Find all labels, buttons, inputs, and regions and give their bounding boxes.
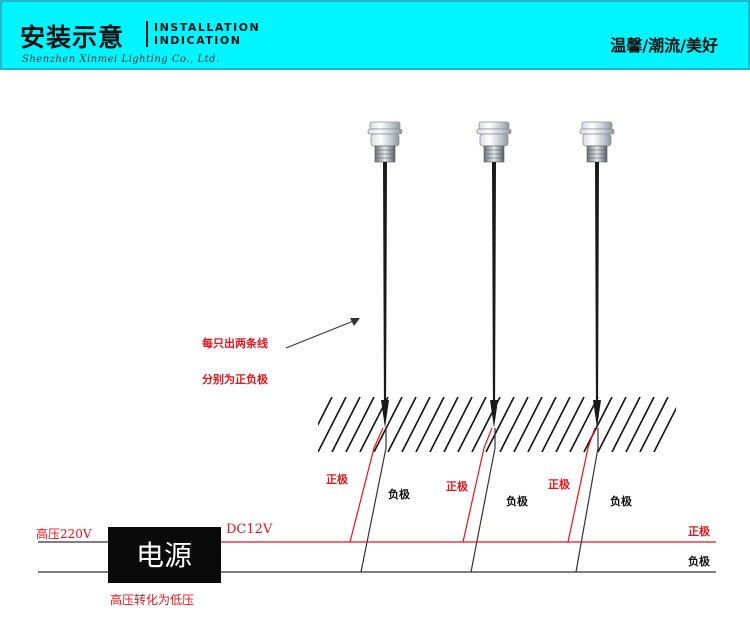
- page-title: 安装示意: [20, 23, 125, 52]
- power-supply-label: 电源: [136, 539, 192, 572]
- note-line-1: 每只出两条线: [202, 336, 268, 350]
- lamp-3-positive-wire: [567, 427, 596, 543]
- callout-arrow: [285, 318, 360, 349]
- company-name: Shenzhen Xinmei Lighting Co., Ltd.: [22, 54, 220, 65]
- lamp-wires: [349, 427, 599, 573]
- dc-label: DC12V: [226, 522, 273, 537]
- bus-negative-label: 负极: [688, 554, 711, 568]
- lamp-2-positive-label: 正极: [446, 479, 469, 493]
- ground-hatch: [318, 397, 676, 452]
- high-voltage-label: 高压220V: [36, 526, 92, 541]
- lamp-1-positive-label: 正极: [326, 472, 349, 486]
- header-banner: 安装示意 INSTALLATION INDICATION Shenzhen Xi…: [0, 0, 750, 70]
- lamp-3-negative-wire: [575, 428, 599, 573]
- lamp-1: [367, 121, 403, 428]
- power-supply-box: [108, 527, 221, 583]
- lamp-3-positive-label: 正极: [548, 477, 571, 491]
- lamp-1-negative-label: 负极: [388, 487, 411, 501]
- converter-caption: 高压转化为低压: [110, 592, 194, 607]
- lamp-1-negative-wire: [360, 428, 387, 573]
- lamp-3-negative-label: 负极: [610, 494, 633, 508]
- lamp-1-positive-wire: [349, 427, 384, 543]
- title-en-line2: INDICATION: [154, 34, 242, 47]
- bus-positive-label: 正极: [688, 524, 711, 538]
- title-en-line1: INSTALLATION: [154, 21, 261, 34]
- lamp-2-positive-wire: [462, 427, 493, 543]
- slogan: 温馨/潮流/美好: [610, 36, 718, 55]
- lamp-3: [579, 121, 615, 428]
- installation-diagram: 电源 每只出两条线 分别为正负极 正极 负极 正极 负极 正极 负极 高压220…: [36, 121, 716, 607]
- page-title-english: INSTALLATION INDICATION: [154, 21, 260, 47]
- title-divider: [146, 21, 148, 47]
- lamp-2: [476, 121, 512, 428]
- lamp-2-negative-label: 负极: [506, 494, 529, 508]
- lamp-2-negative-wire: [470, 428, 496, 573]
- note-line-2: 分别为正负极: [202, 372, 269, 386]
